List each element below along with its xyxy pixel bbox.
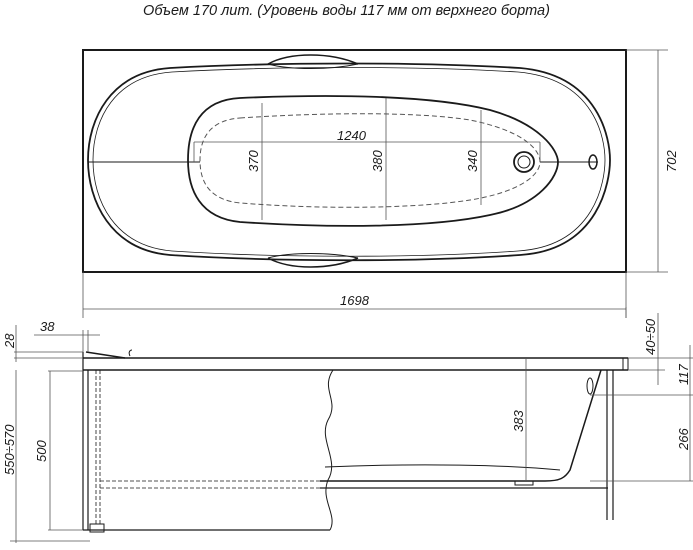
rim-contour (87, 62, 611, 262)
overflow-icon (588, 154, 598, 170)
dim-total-height: 550÷570 (2, 424, 17, 475)
drawing-title: Объем 170 лит. (Уровень воды 117 мм от в… (143, 3, 550, 19)
dim-total-length: 1698 (340, 293, 370, 308)
dim-width-foot: 340 (465, 150, 480, 172)
top-view-outline (82, 49, 627, 273)
dim-rim-overhang: 38 (40, 319, 55, 334)
dim-depth: 383 (511, 410, 526, 432)
dim-width-mid: 380 (370, 150, 385, 172)
dim-total-width: 702 (664, 150, 679, 172)
basin-floor-dashed (199, 113, 541, 208)
dim-frame-height: 500 (34, 440, 49, 462)
dim-inner-length: 1240 (337, 128, 367, 143)
dim-apron-range: 40÷50 (643, 318, 658, 355)
dim-rim-thickness: 28 (2, 333, 17, 349)
drain-icon (513, 151, 535, 173)
dim-water-level: 117 (676, 364, 691, 385)
basin-contour (187, 95, 559, 227)
dim-overflow-height: 266 (676, 428, 691, 451)
dim-width-head: 370 (246, 150, 261, 172)
